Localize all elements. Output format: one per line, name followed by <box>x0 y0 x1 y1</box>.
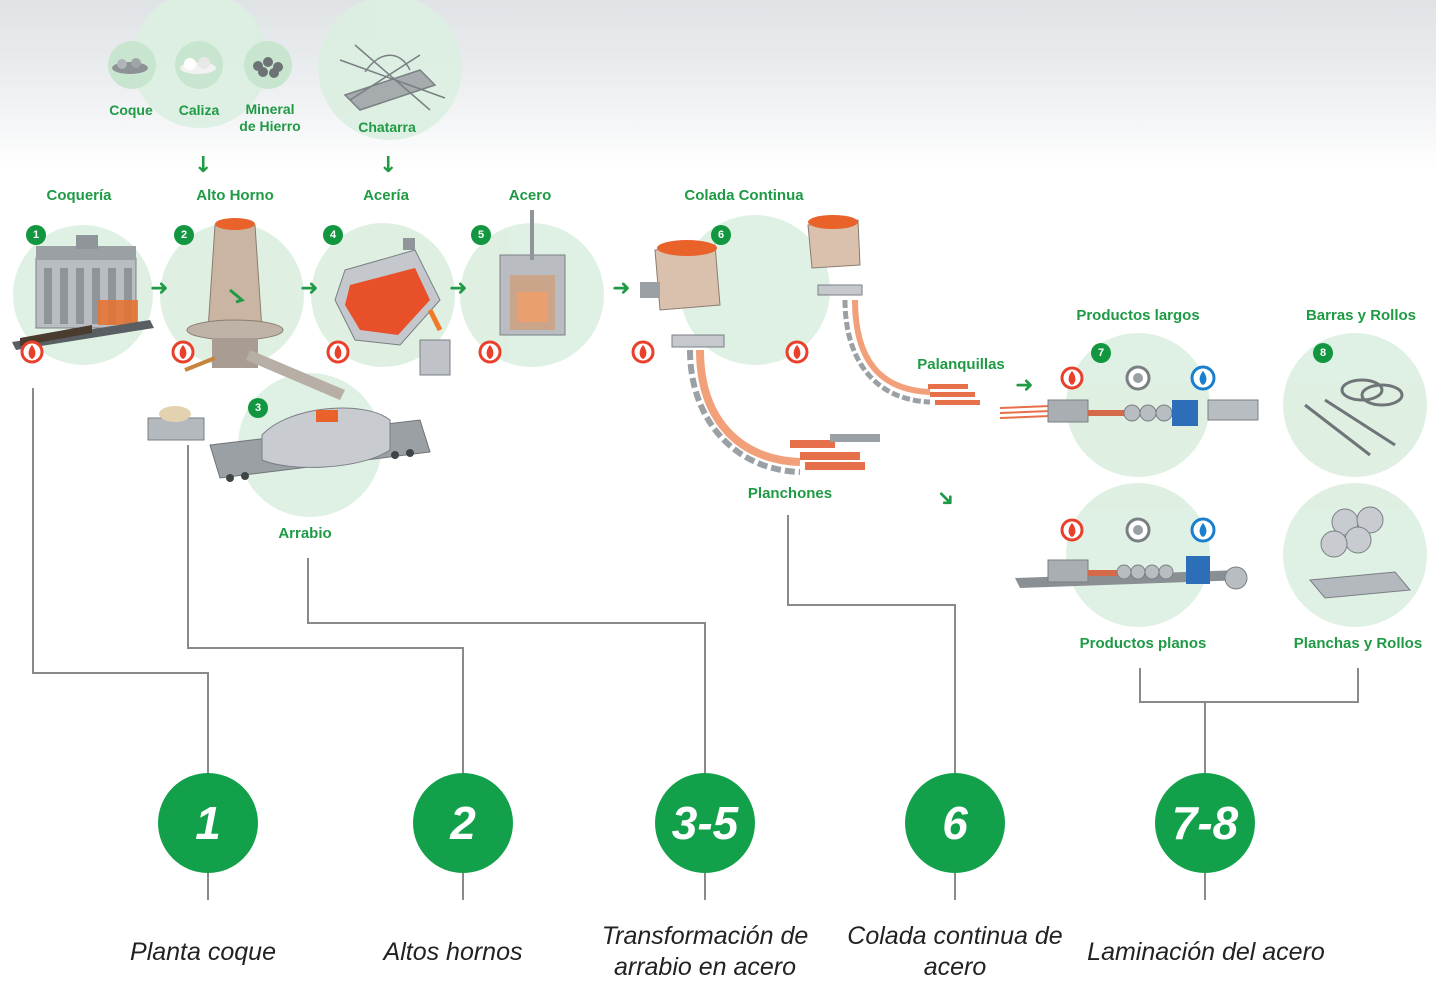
flame-icon <box>631 340 655 364</box>
flame-icon <box>171 340 195 364</box>
right-arrow-icon: ➜ <box>150 276 169 301</box>
flame-icon <box>326 340 350 364</box>
ladle-drawing <box>499 210 566 336</box>
blast-furnace-drawing <box>184 218 345 400</box>
caption-line: Laminación del acero <box>1087 938 1325 966</box>
aceria-label: Acería <box>363 187 409 204</box>
torpedo-car-drawing <box>147 406 431 482</box>
colada-continua-label: Colada Continua <box>684 187 804 204</box>
right-arrow-icon: ➜ <box>1015 373 1034 398</box>
chatarra-label: Chatarra <box>358 119 416 135</box>
group-circle-2: 2 <box>413 773 513 873</box>
right-arrow-icon: ➜ <box>300 276 319 301</box>
step-badge: 6 <box>711 225 731 245</box>
caliza-label: Caliza <box>178 102 220 118</box>
mineral-label-line2: de Hierro <box>239 118 301 134</box>
group-circle-7-8: 7-8 <box>1155 773 1255 873</box>
coke-oven-drawing <box>12 235 154 350</box>
coqueria-label: Coquería <box>46 187 112 204</box>
mineral-label-line1: Mineral <box>245 101 295 117</box>
step-badge: 2 <box>174 225 194 245</box>
chatarra-material-icon <box>339 44 446 111</box>
group-circle-1: 1 <box>158 773 258 873</box>
palanquillas-label: Palanquillas <box>917 356 1005 373</box>
connector-lines <box>32 388 1359 900</box>
step-badge: 7 <box>1091 343 1111 363</box>
flame-icon <box>20 340 44 364</box>
productos-planos-label: Productos planos <box>1079 635 1207 652</box>
alto-horno-label: Alto Horno <box>196 187 274 204</box>
caption-colada-continua: Colada continua de acero <box>847 921 1062 983</box>
down-arrow-icon: ↓ <box>194 153 213 178</box>
mineral-material-icon <box>244 41 292 89</box>
flat-products-mill-drawing <box>1015 556 1248 590</box>
long-products-mill-drawing <box>999 399 1259 426</box>
planchas-rollos-label: Planchas y Rollos <box>1293 635 1423 652</box>
group-circle-6: 6 <box>905 773 1005 873</box>
caster-billet-drawing <box>807 215 980 405</box>
coque-material-icon <box>108 41 156 89</box>
arrabio-label: Arrabio <box>278 525 332 542</box>
flame-icon <box>785 340 809 364</box>
step-badge: 5 <box>471 225 491 245</box>
caliza-material-icon <box>175 41 223 89</box>
caption-altos-hornos: Altos hornos <box>384 937 523 968</box>
caption-line: Planta coque <box>130 938 276 966</box>
caption-planta-coque: Planta coque <box>130 937 276 968</box>
caption-line: Transformación de <box>601 922 809 950</box>
step-badge: 4 <box>323 225 343 245</box>
plates-coils-drawing <box>1309 506 1411 599</box>
step-badge: 8 <box>1313 343 1333 363</box>
flame-icon <box>1060 518 1084 542</box>
caption-laminacion: Laminación del acero <box>1087 937 1325 968</box>
caption-line: Colada continua de <box>847 922 1063 950</box>
caption-line: Altos hornos <box>383 938 523 966</box>
caption-transformacion: Transformación de arrabio en acero <box>602 921 809 983</box>
water-drop-icon <box>1190 365 1216 391</box>
flame-icon <box>478 340 502 364</box>
caster-slab-drawing <box>640 240 880 475</box>
group-circle-3-5: 3-5 <box>655 773 755 873</box>
water-drop-icon <box>1190 517 1216 543</box>
coque-label: Coque <box>109 102 153 118</box>
step-badge: 1 <box>26 225 46 245</box>
barras-rollos-label: Barras y Rollos <box>1305 307 1417 324</box>
roll-icon <box>1125 365 1151 391</box>
bars-coils-drawing <box>1304 378 1404 457</box>
planchones-label: Planchones <box>747 485 833 502</box>
caption-line: arrabio en acero <box>613 953 797 981</box>
productos-largos-label: Productos largos <box>1076 307 1200 324</box>
down-arrow-icon: ↓ <box>379 153 398 178</box>
mineral-label: Mineral de Hierro <box>239 101 300 135</box>
step-badge: 3 <box>248 398 268 418</box>
converter-drawing <box>334 238 451 376</box>
caption-line: acero <box>923 953 987 981</box>
roll-icon <box>1125 517 1151 543</box>
right-arrow-icon: ➜ <box>449 276 468 301</box>
flame-icon <box>1060 366 1084 390</box>
acero-label: Acero <box>508 187 552 204</box>
right-arrow-icon: ➜ <box>612 276 631 301</box>
